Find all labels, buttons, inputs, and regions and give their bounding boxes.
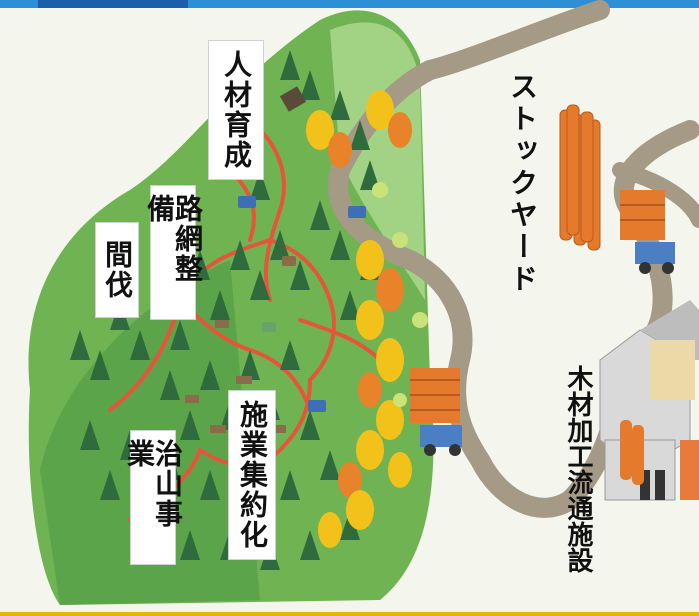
forestry-machines	[185, 196, 366, 433]
side-road	[612, 162, 699, 228]
cabin	[279, 86, 307, 112]
label-timber-facility: 木材加工流通施設	[563, 365, 593, 573]
broadleaf-trees	[306, 90, 428, 548]
stockyard-logs	[559, 104, 601, 251]
label-training: 人材育成	[208, 40, 264, 180]
label-erosion-control: 治山事業	[123, 430, 184, 565]
label-thinning: 間伐	[95, 222, 139, 318]
label-stockyard: ストックヤード	[506, 72, 539, 296]
processing-building	[599, 300, 699, 501]
bottom-yellow-bar	[0, 612, 699, 616]
log-truck-2	[620, 190, 675, 274]
label-road-network: 路網整備	[143, 185, 204, 320]
top-blue-box	[38, 0, 188, 8]
top-blue-bar	[0, 0, 699, 8]
label-consolidation: 施業集約化	[228, 390, 276, 560]
log-truck-1	[410, 368, 462, 456]
